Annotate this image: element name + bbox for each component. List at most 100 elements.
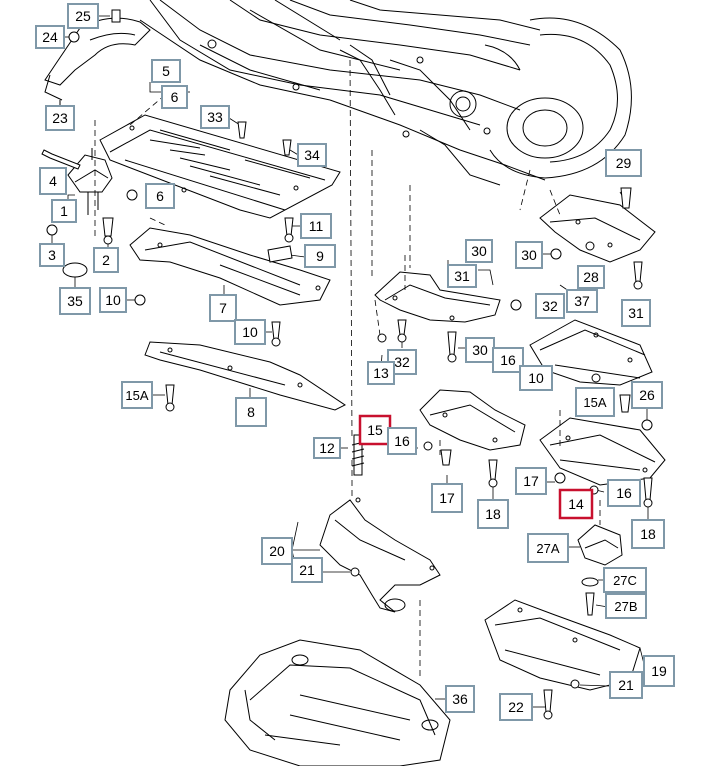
callout-box	[387, 427, 417, 455]
callout-box	[99, 287, 127, 313]
callout-16: 16	[607, 479, 641, 507]
callout-number: 6	[156, 188, 164, 204]
fasteners	[41, 9, 653, 720]
callout-3: 3	[39, 243, 65, 267]
callout-19: 19	[643, 655, 675, 687]
callout-box	[492, 347, 524, 373]
callout-17: 17	[431, 483, 463, 513]
callout-number: 13	[373, 365, 389, 381]
callout-26: 26	[631, 381, 663, 409]
callout-6: 6	[161, 85, 188, 109]
callout-17: 17	[515, 467, 547, 495]
callout-number: 15	[367, 422, 383, 438]
callout-7: 7	[209, 294, 237, 322]
callout-box	[621, 299, 651, 327]
callout-21: 21	[291, 557, 323, 583]
callout-box	[631, 519, 665, 549]
callout-box	[297, 143, 327, 167]
callout-36: 36	[445, 685, 475, 713]
callout-27b: 27B	[605, 593, 647, 619]
callout-box	[367, 361, 395, 385]
callout-number: 18	[485, 506, 501, 522]
callout-number: 21	[299, 562, 315, 578]
callout-box	[51, 199, 77, 223]
callout-box	[605, 593, 647, 619]
callout-box	[515, 467, 547, 495]
guard-plate-19	[484, 599, 641, 691]
callout-box	[151, 59, 181, 83]
callout-16: 16	[387, 427, 417, 455]
callout-number: 7	[219, 300, 227, 316]
callout-box	[447, 264, 477, 288]
callout-box	[519, 365, 553, 391]
callout-number: 30	[521, 247, 537, 263]
assembly-lines	[94, 59, 601, 680]
callout-27c: 27C	[603, 567, 647, 593]
callout-number: 15A	[125, 388, 148, 403]
callout-number: 33	[207, 109, 223, 125]
callout-box	[631, 381, 663, 409]
engine-underbody-shield	[224, 639, 451, 767]
callout-box	[605, 149, 642, 177]
callout-number: 5	[162, 63, 170, 79]
callout-5: 5	[151, 59, 181, 83]
callout-box	[477, 499, 509, 529]
callout-37: 37	[566, 289, 598, 313]
callout-31: 31	[621, 299, 651, 327]
callout-box	[566, 289, 598, 313]
callout-6: 6	[145, 183, 175, 209]
bracket-27a	[577, 524, 623, 566]
callout-32: 32	[387, 349, 417, 375]
callout-32: 32	[535, 293, 565, 319]
callout-number: 18	[640, 526, 656, 542]
callout-box	[431, 483, 463, 513]
callout-4: 4	[39, 167, 67, 195]
callout-box	[499, 693, 533, 721]
callout-box	[575, 387, 615, 417]
callout-number: 32	[542, 298, 558, 314]
callout-number: 25	[75, 8, 91, 24]
callout-number: 2	[102, 252, 110, 268]
callout-number: 4	[49, 173, 57, 189]
callout-box	[577, 265, 605, 289]
bracket-29	[374, 271, 501, 323]
callout-10: 10	[99, 287, 127, 313]
callout-22: 22	[499, 693, 533, 721]
callout-box	[161, 85, 188, 109]
callout-number: 8	[247, 404, 255, 420]
callout-number: 20	[269, 543, 285, 559]
callout-15a: 15A	[575, 387, 615, 417]
callout-number: 36	[452, 691, 468, 707]
callout-number: 17	[523, 473, 539, 489]
callout-box	[200, 105, 230, 129]
callout-11: 11	[300, 213, 332, 239]
callout-28: 28	[577, 265, 605, 289]
callout-box	[39, 243, 65, 267]
callout-27a: 27A	[527, 533, 569, 563]
callout-number: 27C	[613, 573, 637, 588]
callout-24: 24	[35, 25, 65, 49]
callout-box	[121, 381, 153, 409]
side-trim-panel-7	[129, 227, 331, 306]
callout-35: 35	[59, 287, 91, 315]
callout-box	[535, 293, 565, 319]
callout-13: 13	[367, 361, 395, 385]
callout-25: 25	[67, 3, 99, 29]
callout-leaders	[51, 15, 649, 708]
callout-box	[558, 488, 594, 520]
callout-number: 30	[472, 342, 488, 358]
callout-number: 16	[616, 485, 632, 501]
callout-box	[45, 105, 75, 131]
callout-number: 24	[42, 29, 58, 45]
callout-box	[300, 213, 332, 239]
callout-33: 33	[200, 105, 230, 129]
callout-number: 26	[639, 387, 655, 403]
callout-box	[527, 533, 569, 563]
callout-number: 31	[454, 268, 470, 284]
vehicle-underbody-drawing	[139, 0, 632, 186]
callout-box	[261, 537, 293, 565]
callout-9: 9	[304, 244, 336, 268]
callout-box	[304, 244, 336, 268]
callout-18: 18	[631, 519, 665, 549]
callout-box	[603, 567, 647, 593]
